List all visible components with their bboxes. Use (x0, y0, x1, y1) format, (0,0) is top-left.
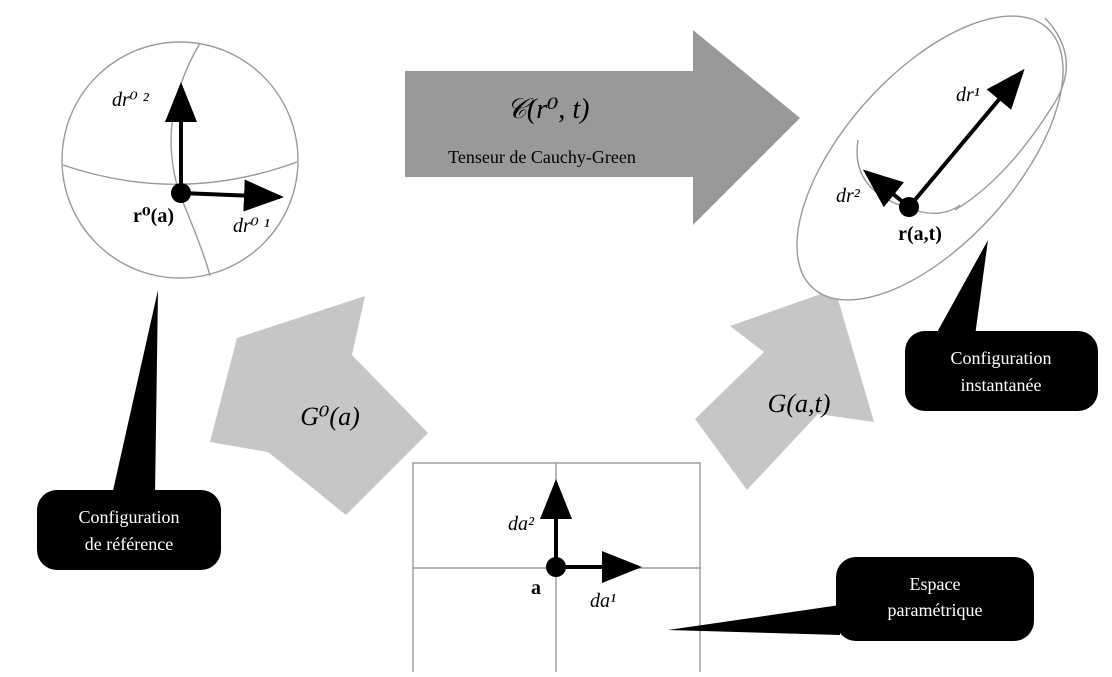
parametric-vector-1-label: da¹ (590, 590, 616, 612)
current-point (899, 197, 919, 217)
parametric-vector-2-label: da² (508, 513, 535, 535)
reference-vector-2-label: dr⁰ ² (112, 89, 150, 111)
reference-callout-line1: Configuration (79, 507, 180, 527)
current-vector-2-label: dr² (836, 185, 861, 207)
reference-callout: Configuration de référence (37, 290, 221, 570)
g0-mapping-arrow (210, 296, 428, 515)
g0-formula: G⁰(a) (300, 402, 360, 431)
parametric-callout: Espace paramétrique (668, 557, 1034, 641)
cauchy-green-arrow (405, 30, 800, 225)
cauchy-green-formula: 𝒞(r⁰, t) (507, 94, 590, 125)
g-formula: G(a,t) (768, 389, 831, 418)
parametric-callout-line1: Espace (910, 574, 961, 594)
reference-point (171, 183, 191, 203)
cauchy-green-caption: Tenseur de Cauchy-Green (448, 147, 636, 167)
current-ellipsoid (796, 15, 1068, 301)
current-callout: Configuration instantanée (905, 240, 1098, 411)
parametric-callout-line2: paramétrique (888, 600, 983, 620)
current-callout-line1: Configuration (951, 348, 1052, 368)
reference-vector-1-label: dr⁰ ¹ (233, 215, 270, 237)
parametric-point (546, 557, 566, 577)
current-point-label: r(a,t) (898, 223, 942, 245)
current-callout-line2: instantanée (961, 375, 1042, 395)
reference-callout-line2: de référence (85, 534, 173, 554)
reference-vector-1 (180, 179, 284, 212)
parametric-point-label: a (531, 577, 541, 599)
reference-point-label: r⁰(a) (133, 205, 174, 227)
current-vector-1 (907, 68, 1025, 209)
g-mapping-arrow (695, 289, 874, 490)
current-vector-1-label: dr¹ (956, 84, 980, 106)
